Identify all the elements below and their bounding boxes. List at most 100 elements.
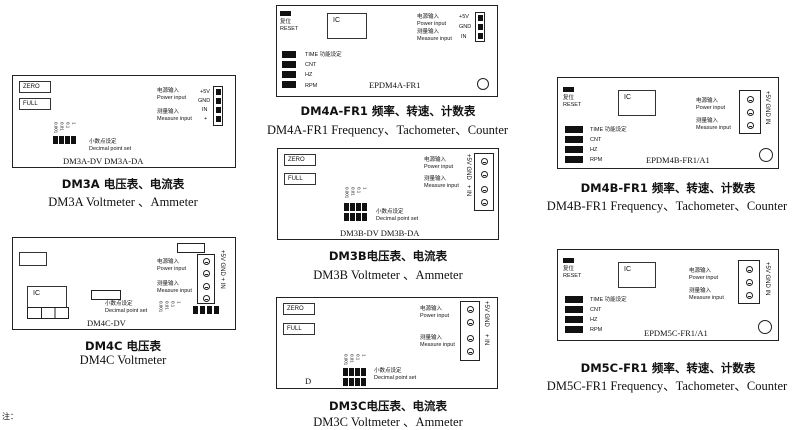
dm3c-measure-en: Measure input xyxy=(420,342,455,348)
dm3b-power-cn: 电源输入 xyxy=(424,157,447,163)
dm3a-pin-in: IN xyxy=(202,107,208,113)
dm3b-dp-sw-1: 0.01 xyxy=(350,187,356,196)
dm4a-ic-label: IC xyxy=(333,17,340,24)
dm4c-dp-sw-0: 0.001 xyxy=(158,301,164,313)
dm3a-pin-plus: + xyxy=(204,116,208,122)
dm5c-mode-hz: HZ xyxy=(590,317,598,323)
dm4b-reset-cn: 复位 xyxy=(563,95,575,101)
dm3c-power-en: Power input xyxy=(420,313,450,319)
dm3a-pin-gnd: GND xyxy=(198,98,211,104)
dm3b-dp-sw-0: 0.001 xyxy=(344,187,350,199)
dm3a-measure-cn: 测量输入 xyxy=(157,109,180,115)
dm5c-reset-cn: 复位 xyxy=(563,266,575,272)
dm3c-board: ZERO FULL 电源输入 Power input 测量输入 Measure … xyxy=(276,297,498,389)
dm3a-caption-en: DM3A Voltmeter 、Ammeter xyxy=(48,195,198,209)
dm5c-ic-chip: IC xyxy=(618,262,656,288)
dm3b-measure-cn: 测量输入 xyxy=(424,176,447,182)
dm4c-measure-cn: 测量输入 xyxy=(157,281,180,287)
dm3c-caption-cn: DM3C电压表、电流表 xyxy=(329,399,447,413)
dm3a-dp-sw-1: 0.01 xyxy=(59,122,65,131)
dm5c-caption-en: DM5C-FR1 Frequency、Tachometer、Counter xyxy=(546,379,788,393)
dm4b-mount-hole xyxy=(759,148,773,162)
dm4a-ic-chip: IC xyxy=(327,13,367,39)
dm5c-power-cn: 电源输入 xyxy=(689,268,712,274)
dm4a-terminal-strip xyxy=(475,12,485,42)
dm4c-slot-mid xyxy=(91,290,121,300)
dm4c-pins: +5V GND + IN xyxy=(219,250,225,289)
dm4a-reset-cn: 复位 xyxy=(280,19,292,25)
dm4c-jumper-block[interactable] xyxy=(193,306,219,322)
dm4c-board: IC 电源输入 Power input 测量输入 Measure input +… xyxy=(12,237,236,330)
dm4a-measure-en: Measure input xyxy=(417,36,452,42)
dm3c-caption-en: DM3C Voltmeter 、Ammeter xyxy=(313,415,463,429)
dm3a-power-en: Power input xyxy=(157,95,187,101)
dm4b-pins: +5V GND IN xyxy=(764,91,770,125)
dm4b-power-en: Power input xyxy=(696,105,726,111)
dm4a-board: 复位 RESET IC 电源输入 Power input 测量输入 Measur… xyxy=(276,5,498,97)
dm4c-dip-switch[interactable]: 0.001 0.01 0.1 1 xyxy=(158,301,188,325)
dm4a-model-code: EPDM4A-FR1 xyxy=(369,80,421,90)
dm4a-measure-cn: 测量输入 xyxy=(417,29,440,35)
dm4c-dp-en: Decimal point set xyxy=(105,308,148,314)
dm4c-slot-top xyxy=(177,243,205,253)
dm4c-model-code: DM4C-DV xyxy=(87,318,126,328)
dm5c-measure-cn: 测量输入 xyxy=(689,288,712,294)
dm4a-mode-jumpers[interactable] xyxy=(282,51,302,93)
dm4a-pin-in: IN xyxy=(461,34,467,40)
dm4c-dp-cn: 小数点设定 xyxy=(105,301,133,307)
dm4c-dp-sw-3: 1 xyxy=(176,301,182,304)
dm4a-power-cn: 电源输入 xyxy=(417,14,440,20)
dm3b-full-label: FULL xyxy=(284,173,316,185)
dm4b-ic-label: IC xyxy=(624,94,631,101)
dm4b-model-code: EPDM4B-FR1/A1 xyxy=(646,155,710,165)
dm3c-dp-sw-2: 0.1 xyxy=(355,354,361,361)
dm5c-mode-rpm: RPM xyxy=(590,327,603,333)
dm4b-mode-cnt: CNT xyxy=(590,137,602,143)
dm4c-caption-en: DM4C Voltmeter xyxy=(79,353,167,367)
dm5c-mode-jumpers[interactable] xyxy=(565,296,587,336)
dm4a-mount-hole xyxy=(477,78,489,90)
dm3b-measure-en: Measure input xyxy=(424,183,459,189)
dm3c-measure-cn: 测量输入 xyxy=(420,335,443,341)
dm4b-board: 复位 RESET IC 电源输入 Power input 测量输入 Measur… xyxy=(557,77,779,169)
dm3b-pins-top: +5V GND xyxy=(465,154,471,180)
dm4c-dp-sw-2: 0.1 xyxy=(170,301,176,308)
dm4c-component-row xyxy=(27,307,69,319)
dm3a-caption-cn: DM3A 电压表、电流表 xyxy=(61,177,185,191)
dm5c-model-code: EPDM5C-FR1/A1 xyxy=(644,328,708,338)
dm5c-mount-hole xyxy=(758,320,772,334)
dm4b-reset-en: RESET xyxy=(563,102,582,108)
dm3a-dp-cn: 小数点设定 xyxy=(89,139,117,145)
dm4a-mode-cnt: CNT xyxy=(305,62,317,68)
dm3b-dip-switch[interactable]: 0.001 0.01 0.1 1 xyxy=(344,187,372,221)
dm3b-pins-bottom: + IN xyxy=(465,185,471,197)
dm4c-power-en: Power input xyxy=(157,266,187,272)
dm5c-board: 复位 RESET IC 电源输入 Power input 测量输入 Measur… xyxy=(557,249,779,341)
dm3b-terminal-block xyxy=(474,153,494,211)
dm5c-time-set: TIME 功能设定 xyxy=(590,297,627,303)
dm3a-dp-sw-2: 0.1 xyxy=(65,122,71,129)
dm4b-power-cn: 电源输入 xyxy=(696,98,719,104)
dm4b-mode-jumpers[interactable] xyxy=(565,126,587,166)
dm4a-time-set: TIME 功能设定 xyxy=(305,52,342,58)
dm3c-full-label: FULL xyxy=(283,323,315,335)
dm3a-zero-label: ZERO xyxy=(19,81,51,93)
dm5c-caption-cn: DM5C-FR1 频率、转速、计数表 xyxy=(580,361,756,375)
dm3c-power-cn: 电源输入 xyxy=(420,306,443,312)
dm3a-dip-switch[interactable]: 0.001 0.01 0.1 1 xyxy=(53,122,81,146)
dm3a-model-code: DM3A-DV DM3A-DA xyxy=(63,156,144,166)
dm3b-board: ZERO FULL 电源输入 Power input 测量输入 Measure … xyxy=(277,148,499,240)
dm4b-measure-en: Measure input xyxy=(696,125,731,131)
dm4a-power-en: Power input xyxy=(417,21,447,27)
dm3c-dp-sw-1: 0.01 xyxy=(349,354,355,363)
dm3b-dp-sw-3: 1 xyxy=(362,187,368,190)
dm5c-power-en: Power input xyxy=(689,275,719,281)
dm4c-terminal-block xyxy=(197,254,215,304)
dm3c-d-label: D xyxy=(305,376,312,386)
dm3c-dip-switch[interactable]: 0.001 0.01 0.1 1 xyxy=(343,354,371,386)
dm4b-measure-cn: 测量输入 xyxy=(696,118,719,124)
dm5c-mode-cnt: CNT xyxy=(590,307,602,313)
dm3b-power-en: Power input xyxy=(424,164,454,170)
dm3b-zero-label: ZERO xyxy=(284,154,316,166)
dm3a-dp-sw-3: 1 xyxy=(71,122,77,125)
